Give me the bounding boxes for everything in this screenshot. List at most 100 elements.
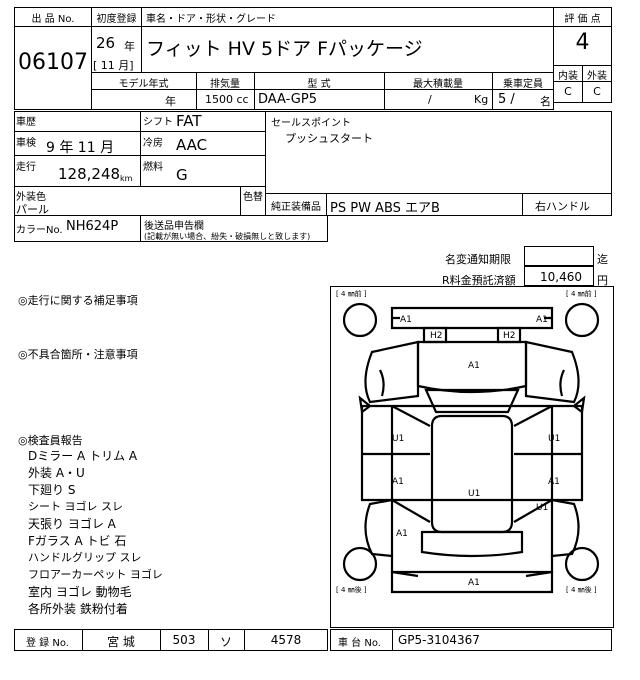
chassis-label: 車 台 No.: [338, 638, 381, 649]
history-label: 車歴: [16, 117, 36, 128]
details-col-line: [140, 111, 141, 187]
ext-color-divider: [240, 186, 241, 216]
first-reg-year: 26: [96, 34, 116, 52]
fuel-label: 燃料: [143, 162, 163, 173]
exterior-label: 外装: [587, 71, 607, 82]
tire-front-right: [ 4 ㎜前 ]: [566, 289, 597, 298]
tire-rear-left: [ 4 ㎜後 ]: [336, 585, 367, 594]
report-line: フロアーカーペット ヨゴレ: [28, 568, 163, 581]
report-line: ハンドルグリップ スレ: [28, 551, 142, 564]
report-line: Dミラー A トリム A: [28, 449, 138, 463]
mileage-label: 走行: [16, 162, 36, 173]
driving-notes-title: ◎走行に関する補足事項: [18, 294, 138, 307]
mark-headlight-left: H2: [430, 331, 443, 341]
sales-point-label: セールスポイント: [271, 118, 351, 129]
color-no-value: NH624P: [66, 219, 119, 234]
type-label: 型 式: [307, 79, 331, 90]
first-reg-month: [ 11 月]: [93, 59, 134, 72]
reg-class: 503: [172, 633, 196, 647]
model-year-unit: 年: [165, 95, 176, 108]
report-line: 各所外装 鉄粉付着: [28, 602, 128, 616]
vehicle-damage-diagram: [ 4 ㎜前 ] [ 4 ㎜前 ] [ 4 ㎜後 ] [ 4 ㎜後 ] A1 A…: [330, 286, 614, 628]
spec-divider-2: [254, 72, 255, 110]
lot-label: 出 品 No.: [31, 14, 75, 25]
spec-divider-4: [492, 72, 493, 110]
name-label: 車名・ドア・形状・グレード: [146, 14, 276, 25]
reg-label: 登 録 No.: [26, 638, 69, 649]
capacity-unit: 名: [540, 95, 551, 108]
shift-label: シフト: [143, 117, 173, 128]
inspector-report-list: Dミラー A トリム A 外装 A・U 下廻り S シート ヨゴレ スレ 天張り…: [28, 447, 163, 617]
color-no-divider: [140, 215, 141, 242]
recycle-value-cell: [524, 266, 594, 286]
score-label: 評 価 点: [564, 14, 601, 25]
max-load-label: 最大積載量: [413, 79, 463, 90]
report-line: 下廻り S: [28, 483, 76, 497]
mileage-unit: km: [120, 174, 133, 183]
chassis-block: [330, 629, 612, 651]
mark-rear-fender-left: A1: [396, 529, 408, 539]
mark-headlight-right: H2: [503, 331, 516, 341]
score-value: 4: [575, 30, 590, 55]
interior-grade: C: [564, 85, 572, 98]
car-name: フィット HV 5ドア Fパッケージ: [146, 38, 423, 60]
mark-hood: A1: [468, 361, 480, 371]
first-reg-label: 初度登録: [96, 14, 137, 25]
report-line: 室内 ヨゴレ 動物毛: [28, 585, 132, 599]
mark-front-bumper-left: A1: [400, 315, 412, 325]
max-load-sep: /: [428, 93, 432, 106]
spec-divider-1: [196, 72, 197, 110]
name-change-label: 名変通知期限: [445, 253, 511, 266]
equipment-block: [265, 193, 612, 216]
recycle-unit: 円: [597, 274, 608, 287]
mark-front-bumper-right: A1: [536, 315, 548, 325]
defects-title: ◎不具合箇所・注意事項: [18, 348, 138, 361]
lot-number: 06107: [18, 50, 88, 75]
ac-label: 冷房: [143, 138, 163, 149]
model-year-label: モデル年式: [118, 79, 169, 90]
repaint-label: 色替: [243, 192, 263, 203]
capacity-label: 乗車定員: [503, 79, 543, 90]
mark-door-front-right: U1: [548, 434, 560, 444]
max-load-unit: Kg: [474, 93, 489, 106]
ext-color-value: パール: [16, 203, 49, 216]
chassis-number: GP5-3104367: [398, 633, 480, 647]
reg-divider-1: [82, 629, 83, 651]
mark-roof: U1: [468, 489, 480, 499]
reg-number: 4578: [270, 633, 302, 647]
ac-value: AAC: [176, 136, 208, 154]
mark-door-rear-right: A1: [548, 477, 560, 487]
interior-label: 内装: [558, 71, 578, 82]
name-change-value-cell: [524, 246, 594, 266]
exterior-grade-cell: [582, 81, 612, 103]
tire-front-left: [ 4 ㎜前 ]: [336, 289, 367, 298]
mark-door-rear-left: A1: [392, 477, 404, 487]
inspection-label: 車検: [16, 138, 36, 149]
fuel-value: G: [176, 166, 188, 184]
equipment-label: 純正装備品: [271, 202, 321, 213]
handle-value: 右ハンドル: [535, 200, 590, 213]
spec-divider-3: [384, 72, 385, 110]
inspector-title: ◎検査員報告: [18, 434, 83, 447]
report-line: シート ヨゴレ スレ: [28, 500, 123, 513]
recycle-label: R料金預託済額: [442, 274, 516, 287]
mark-door-front-left: U1: [392, 434, 404, 444]
shift-value: FAT: [176, 112, 202, 130]
ext-color-label: 外装色: [16, 192, 46, 203]
mileage-value: 128,248: [58, 165, 121, 183]
displacement-label: 排気量: [210, 79, 240, 90]
equipment-divider-1: [326, 193, 327, 216]
equipment-value: PS PW ABS エアB: [330, 201, 440, 216]
exterior-grade: C: [593, 85, 601, 98]
report-line: Fガラス A トビ 石: [28, 534, 127, 548]
equipment-divider-2: [522, 193, 523, 216]
ext-color-block: [14, 186, 266, 216]
type-value: DAA-GP5: [258, 92, 317, 107]
reg-kana: ソ: [219, 635, 232, 649]
name-change-unit: 迄: [597, 253, 608, 266]
capacity-value: 5 /: [498, 92, 515, 107]
mark-rear-bumper: A1: [468, 578, 480, 588]
inspection-value: 9 年 11 月: [46, 140, 115, 156]
reg-divider-3: [208, 629, 209, 651]
spec-value-row: [91, 89, 554, 110]
